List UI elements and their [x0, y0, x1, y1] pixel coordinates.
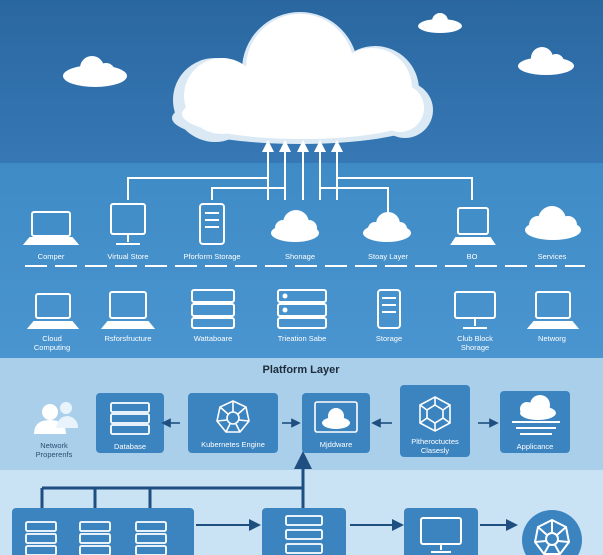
server-tower-icon [377, 289, 401, 329]
laptop-icon [450, 207, 496, 245]
laptop-icon [26, 293, 80, 329]
cloud-window-icon [314, 401, 358, 433]
node-label-bo: BO [466, 252, 478, 261]
platform-layer-title: Platform Layer [262, 364, 340, 376]
bottom-box-server-group [12, 508, 194, 555]
kubernetes-wheel-icon [216, 400, 250, 433]
laptop-icon [22, 211, 80, 245]
node-label-cloud-computing: Cloud Computing [33, 334, 71, 352]
node-label-compute: Comper [37, 252, 65, 261]
node-label-shonage: Shonage [284, 252, 316, 261]
node-label-applicance: Applicance [516, 442, 554, 451]
node-label-pltheroctuctes: Pltheroctuctes Clasesly [411, 437, 459, 455]
kubernetes-wheel-icon [533, 518, 571, 555]
platform-box-kubernetes [188, 393, 278, 453]
platform-box-applicance [500, 391, 570, 453]
monitor-icon [110, 203, 146, 245]
bottom-connectors [40, 463, 305, 508]
node-label-database: Database [113, 442, 147, 451]
bottom-kubernetes-node [522, 510, 582, 555]
users-icon [34, 402, 78, 434]
server-rack-icon [277, 289, 327, 329]
infrastructure-band [0, 163, 603, 358]
cloud-stack-icon [512, 395, 560, 435]
laptop-icon [100, 291, 156, 329]
node-label-store-layer: Stoay Layer [367, 252, 409, 261]
cloud-icon [525, 206, 581, 240]
monitor-icon [454, 291, 496, 329]
cloud-icon [363, 212, 411, 242]
node-label-services: Services [537, 252, 567, 261]
hexagon-network-icon [419, 396, 451, 432]
node-label-storage: Storage [375, 334, 403, 343]
server-rack-icon [25, 521, 167, 555]
small-cloud-icon [63, 56, 127, 87]
small-cloud-icon [418, 13, 462, 33]
bottom-box-desktop [404, 508, 478, 555]
uplink-arrows [127, 140, 473, 212]
monitor-icon [420, 517, 462, 553]
platform-box-middware [302, 393, 370, 453]
server-tower-icon [199, 203, 225, 245]
node-label-kubernetes: Kubernetes Engine [201, 440, 265, 449]
bottom-box-server-rack [262, 508, 346, 555]
node-label-networg: Networg [538, 334, 566, 343]
server-rack-icon [110, 402, 150, 435]
laptop-icon [526, 291, 580, 329]
node-label-platform-storage: Pforform Storage [183, 252, 241, 261]
node-label-wattaboare: Wattaboare [193, 334, 233, 343]
node-label-virtual-store: Virtual Store [107, 252, 149, 261]
main-cloud-icon [172, 12, 433, 144]
node-label-triation-sabe: Trieation Sabe [277, 334, 327, 343]
node-label-reforestructure: Rsforsfructure [104, 334, 152, 343]
cloud-icon [271, 210, 319, 242]
platform-box-pltheroctuctes [400, 385, 470, 457]
node-label-middware: Mjddware [319, 440, 353, 449]
platform-box-database [96, 393, 164, 453]
server-rack-icon [191, 289, 235, 329]
node-label-network-properties: Network Properenfs [35, 441, 73, 459]
node-label-club-block-storage: Club Block Shorage [457, 334, 493, 352]
small-cloud-icon [518, 47, 574, 75]
server-rack-icon [285, 515, 323, 554]
